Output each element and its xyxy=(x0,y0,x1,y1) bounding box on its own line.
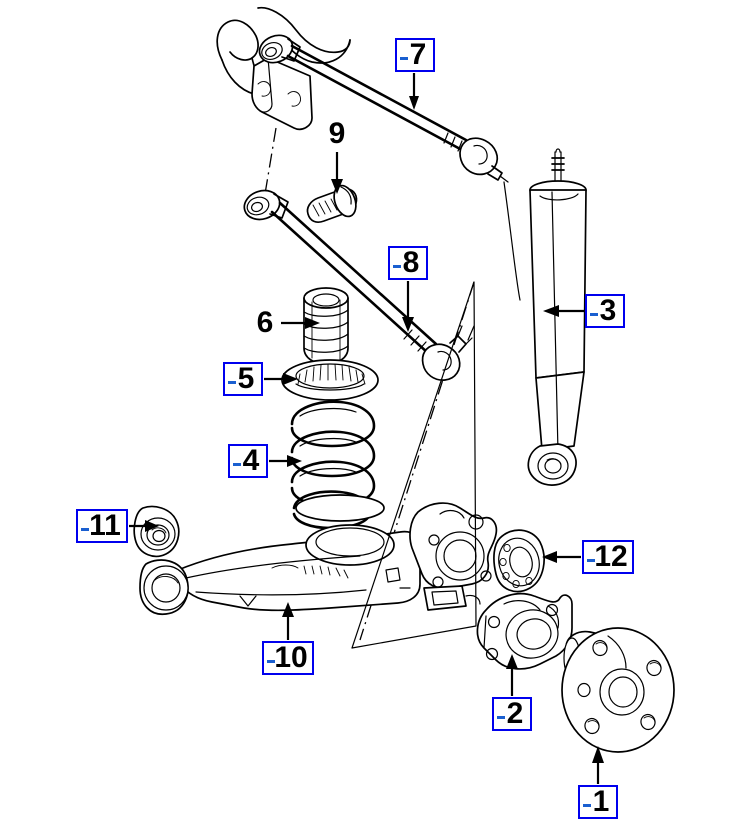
part-spring-upper-seat xyxy=(281,359,379,401)
callout-dash xyxy=(228,381,236,384)
part-wheel-hub-flange xyxy=(561,627,675,753)
seat-serrations xyxy=(297,363,366,385)
callout-10[interactable]: 10 xyxy=(262,641,314,675)
part-trailing-arm-axle-beam xyxy=(139,494,421,615)
callout-dash xyxy=(393,265,401,268)
part-shock-absorber xyxy=(527,148,587,486)
callout-5[interactable]: 5 xyxy=(223,362,263,396)
part-upper-lateral-link xyxy=(216,6,521,301)
callout-label: 8 xyxy=(402,246,420,279)
backing-plate xyxy=(351,281,477,649)
callout-dash xyxy=(400,57,408,60)
callout-dash xyxy=(267,660,275,663)
callout-label: 1 xyxy=(592,785,610,818)
callout-11[interactable]: 11 xyxy=(76,509,128,543)
part-knuckle xyxy=(409,502,498,611)
callout-label: 5 xyxy=(237,362,255,395)
link8-threads xyxy=(403,329,427,352)
callout-label: 2 xyxy=(506,697,524,730)
part-mounting-bolt xyxy=(306,184,358,224)
callout-12[interactable]: 12 xyxy=(582,540,634,574)
callout-dash xyxy=(497,716,505,719)
callout-dash xyxy=(587,559,595,562)
part-wheel-bearing xyxy=(493,529,545,593)
callout-9[interactable]: 9 xyxy=(325,118,349,150)
callout-4[interactable]: 4 xyxy=(228,444,268,478)
callout-label: 12 xyxy=(594,540,628,573)
callout-label: 10 xyxy=(274,641,308,674)
callout-label: 4 xyxy=(242,444,260,477)
callout-8[interactable]: 8 xyxy=(388,246,428,280)
callout-3[interactable]: 3 xyxy=(585,294,625,328)
callout-dash xyxy=(233,463,241,466)
part-arm-bushing xyxy=(133,505,180,558)
callout-label: 3 xyxy=(599,294,617,327)
callout-dash xyxy=(583,804,591,807)
callout-dash xyxy=(590,313,598,316)
part-lower-lateral-link xyxy=(243,189,475,381)
callout-6[interactable]: 6 xyxy=(253,307,277,339)
part-hub-bearing-carrier xyxy=(476,592,573,670)
callout-7[interactable]: 7 xyxy=(395,38,435,72)
callout-1[interactable]: 1 xyxy=(578,785,618,819)
callout-label: 7 xyxy=(409,38,427,71)
leader-lines xyxy=(129,73,604,784)
callout-label: 11 xyxy=(89,509,121,542)
bearing-balls xyxy=(499,543,533,589)
callout-dash xyxy=(81,528,89,531)
callout-label: 9 xyxy=(328,117,346,150)
part-coil-spring xyxy=(290,400,376,530)
callout-label: 6 xyxy=(256,306,274,339)
callout-2[interactable]: 2 xyxy=(492,697,532,731)
link7-threads xyxy=(443,132,463,152)
